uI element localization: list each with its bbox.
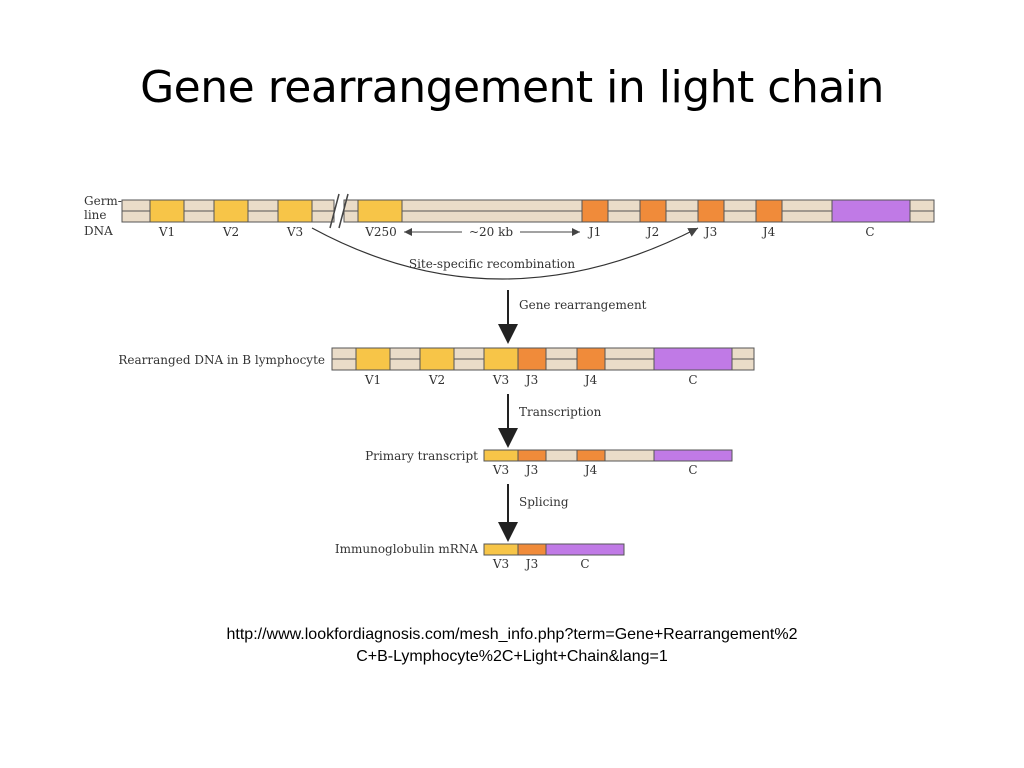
source-url-line2[interactable]: C+B-Lymphocyte%2C+Light+Chain&lang=1	[356, 648, 668, 665]
rearranged-segment-c	[653, 347, 733, 371]
mrna-segment-c	[545, 543, 625, 556]
mrna-label: Immunoglobulin mRNA	[335, 542, 478, 556]
germline-label-v250: V250	[364, 225, 397, 239]
primary-label-j3: J3	[524, 463, 538, 477]
germline-dna-row: Germ- line DNA V1 V2 V3 V250 J1 J2 J3 J4…	[84, 193, 935, 239]
gene-rearrangement-label: Gene rearrangement	[519, 298, 647, 312]
mrna-label-c: C	[580, 557, 589, 571]
germline-segment-j4	[755, 199, 783, 223]
mrna-segment-j3	[517, 543, 547, 556]
germline-segment-c	[831, 199, 911, 223]
slide-title: Gene rearrangement in light chain	[140, 62, 884, 113]
splicing-label: Splicing	[519, 495, 569, 509]
germline-label-line3: DNA	[84, 224, 113, 238]
primary-segment-c	[653, 449, 733, 462]
rearranged-segment-v3	[483, 347, 519, 371]
germline-label-v2: V2	[222, 225, 239, 239]
gene-rearrangement-diagram: Germ- line DNA V1 V2 V3 V250 J1 J2 J3 J4…	[84, 193, 935, 571]
germline-label-c: C	[865, 225, 874, 239]
distance-label: ~20 kb	[469, 225, 513, 239]
mrna-row: Immunoglobulin mRNA V3 J3 C	[335, 542, 625, 571]
recombination-label: Site-specific recombination	[409, 257, 576, 271]
germline-segment-v3	[277, 199, 313, 223]
primary-segment-j4	[576, 449, 606, 462]
source-url[interactable]: http://www.lookfordiagnosis.com/mesh_inf…	[150, 624, 874, 668]
primary-label-v3: V3	[492, 463, 509, 477]
germline-label-j2: J2	[645, 225, 659, 239]
primary-segment-v3	[483, 449, 519, 462]
germline-break-mark-2	[338, 193, 349, 229]
rearranged-label-v2: V2	[428, 373, 445, 387]
mrna-label-v3: V3	[492, 557, 509, 571]
source-url-line1[interactable]: http://www.lookfordiagnosis.com/mesh_inf…	[226, 626, 798, 643]
germline-segment-v1	[149, 199, 185, 223]
rearranged-segment-j4	[576, 347, 606, 371]
germline-label-v1: V1	[158, 225, 175, 239]
germline-label-line1: Germ-	[84, 194, 122, 208]
primary-segment-j3	[517, 449, 547, 462]
rearranged-label-v1: V1	[364, 373, 381, 387]
rearranged-label-c: C	[688, 373, 697, 387]
primary-transcript-label: Primary transcript	[365, 449, 478, 463]
germline-label-j4: J4	[761, 225, 776, 239]
primary-label-j4: J4	[583, 463, 598, 477]
rearranged-dna-label: Rearranged DNA in B lymphocyte	[118, 353, 325, 367]
germline-label-j1: J1	[587, 225, 601, 239]
rearranged-label-j4: J4	[583, 373, 598, 387]
rearranged-segment-v1	[355, 347, 391, 371]
primary-transcript-row: Primary transcript V3 J3 J4 C	[365, 449, 733, 477]
germline-segment-j3	[697, 199, 725, 223]
germline-break-mark-1	[329, 193, 340, 229]
germline-segment-v2	[213, 199, 249, 223]
germline-segment-v250	[357, 199, 403, 223]
rearranged-segment-v2	[419, 347, 455, 371]
rearranged-dna-row: Rearranged DNA in B lymphocyte V1 V2 V3 …	[118, 347, 755, 387]
germline-label-j3: J3	[703, 225, 717, 239]
rearranged-label-j3: J3	[524, 373, 538, 387]
germline-segment-j2	[639, 199, 667, 223]
rearranged-segment-j3	[517, 347, 547, 371]
germline-segment-j1	[581, 199, 609, 223]
mrna-segment-v3	[483, 543, 519, 556]
mrna-label-j3: J3	[524, 557, 538, 571]
rearranged-label-v3: V3	[492, 373, 509, 387]
germline-label-line2: line	[84, 208, 107, 222]
recombination-arc	[311, 227, 699, 280]
transcription-label: Transcription	[519, 405, 602, 419]
primary-label-c: C	[688, 463, 697, 477]
germline-label-v3: V3	[286, 225, 303, 239]
